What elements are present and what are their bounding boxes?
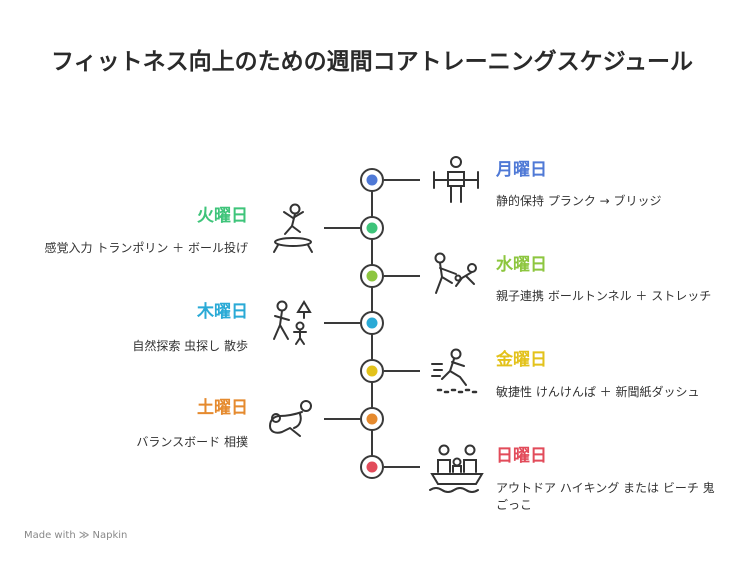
node-thu: [360, 311, 384, 335]
day-label-mon: 月曜日: [496, 160, 547, 180]
day-desc-tue: 感覚入力 トランポリン ＋ ボール投げ: [44, 241, 248, 255]
nature-walk-icon: [273, 300, 312, 345]
day-desc-sat: バランスボード 相撲: [136, 435, 248, 449]
footer-made-with: Made with: [24, 530, 76, 541]
node-fri: [360, 359, 384, 383]
day-label-tue: 火曜日: [197, 206, 248, 226]
day-label-fri: 金曜日: [496, 350, 547, 370]
parent-child-icon: [434, 252, 477, 294]
agility-dash-icon: [431, 348, 478, 394]
node-sun: [360, 455, 384, 479]
node-wed: [360, 264, 384, 288]
family-boat-icon: [429, 444, 484, 493]
standing-bar-icon: [433, 156, 479, 203]
day-desc-fri: 敏捷性 けんけんぱ ＋ 新聞紙ダッシュ: [496, 385, 700, 399]
node-sat: [360, 407, 384, 431]
node-tue: [360, 216, 384, 240]
day-label-wed: 水曜日: [496, 255, 547, 275]
day-desc-sun: アウトドア ハイキング または ビーチ 鬼ごっこ: [496, 481, 715, 512]
day-desc-wed: 親子連携 ボールトンネル ＋ ストレッチ: [496, 289, 712, 303]
node-mon: [360, 168, 384, 192]
page-title: フィットネス向上のための週間コアトレーニングスケジュール: [51, 49, 693, 75]
day-desc-mon: 静的保持 プランク → ブリッジ: [496, 194, 662, 208]
napkin-logo-icon: ≫: [78, 530, 90, 541]
sumo-icon: [268, 400, 312, 437]
day-label-thu: 木曜日: [197, 302, 248, 322]
trampoline-jump-icon: [273, 203, 313, 253]
footer-attribution: Made with ≫ Napkin: [24, 530, 127, 541]
day-desc-thu: 自然探索 虫探し 散歩: [132, 339, 248, 353]
footer-brand: Napkin: [92, 530, 128, 541]
day-label-sat: 土曜日: [197, 398, 248, 418]
day-label-sun: 日曜日: [496, 446, 547, 466]
